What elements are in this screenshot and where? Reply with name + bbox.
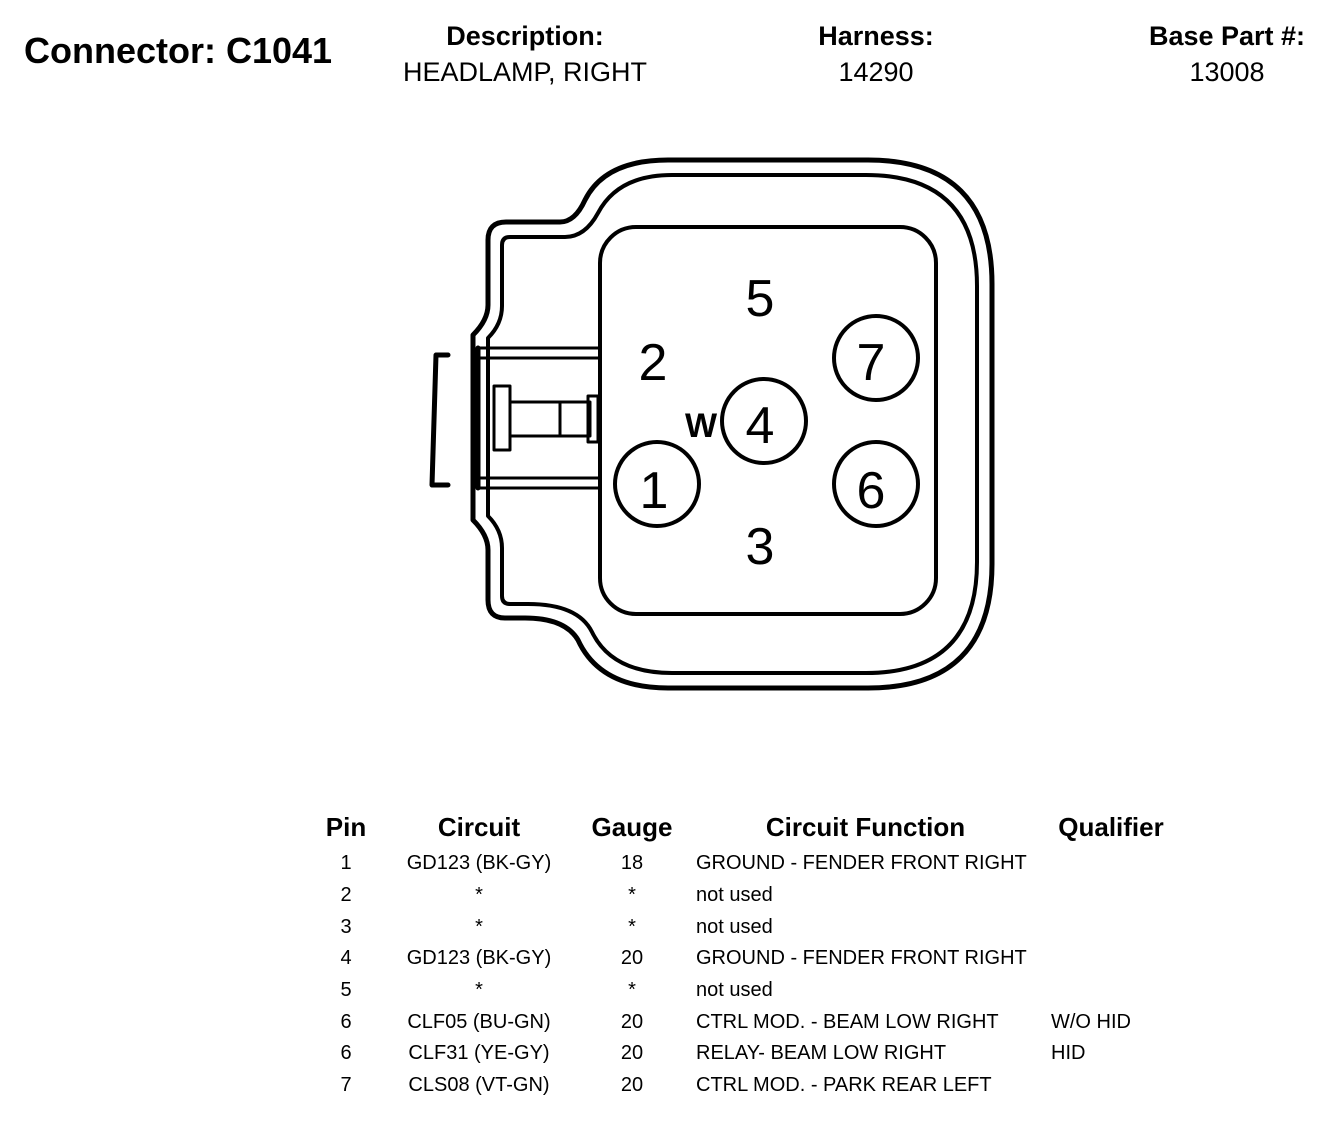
latch-tab-end bbox=[586, 394, 600, 444]
cell-pin: 4 bbox=[340, 947, 352, 970]
connector-title: Connector: C1041 bbox=[24, 30, 333, 71]
cell-circuit: GD123 (BK-GY) bbox=[406, 947, 552, 970]
cell-qualifier bbox=[1051, 911, 1171, 943]
harness-block: Harness: 14290 bbox=[776, 20, 976, 92]
cell-gauge: 20 bbox=[620, 1074, 644, 1097]
table-row: 6 CLF05 (BU-GN) 20 CTRL MOD. - BEAM LOW RIG… bbox=[318, 1006, 1171, 1038]
cell-circuit: GD123 (BK-GY) bbox=[406, 852, 552, 875]
description-label: Description: bbox=[446, 21, 604, 51]
base-part-block: Base Part #: 13008 bbox=[1127, 20, 1327, 92]
cell-qualifier: W/O HID bbox=[1051, 1010, 1131, 1033]
housing-inner-outline bbox=[486, 173, 979, 675]
table-row: 6 CLF31 (YE-GY) 20 RELAY- BEAM LOW RIGHT HID bbox=[318, 1038, 1171, 1070]
cell-circuit-function: not used bbox=[696, 979, 773, 1002]
housing-outer-outline bbox=[470, 157, 995, 691]
base-part-label: Base Part #: bbox=[1148, 21, 1306, 51]
table-row: 4 GD123 (BK-GY) 20 GROUND - FENDER FRONT RI… bbox=[318, 943, 1171, 975]
table-row: 7 CLS08 (VT-GN) 20 CTRL MOD. - PARK REAR LE… bbox=[318, 1070, 1171, 1102]
cell-pin: 1 bbox=[340, 852, 352, 875]
latch-tab-outer bbox=[492, 384, 512, 452]
pin-label-1: 1 bbox=[640, 462, 669, 520]
pin-circle-6 bbox=[832, 440, 920, 528]
cell-pin: 2 bbox=[340, 884, 352, 907]
table-row: 5 * * not used bbox=[318, 975, 1171, 1007]
cell-circuit-function: not used bbox=[696, 915, 773, 938]
pin-label-4: 4 bbox=[746, 397, 775, 455]
table-row: 2 * * not used bbox=[318, 880, 1171, 912]
cell-gauge: 18 bbox=[620, 852, 644, 875]
marker-w-label: W bbox=[685, 407, 718, 445]
cell-circuit: CLS08 (VT-GN) bbox=[408, 1074, 550, 1097]
pin-circle-7 bbox=[832, 314, 920, 402]
table-row: 1 GD123 (BK-GY) 18 GROUND - FENDER FRONT RI… bbox=[318, 848, 1171, 880]
table-row: 3 * * not used bbox=[318, 911, 1171, 943]
cell-circuit: * bbox=[475, 979, 483, 1002]
cell-qualifier bbox=[1051, 848, 1171, 880]
cell-qualifier bbox=[1051, 880, 1171, 912]
pin-label-3: 3 bbox=[746, 518, 775, 576]
cell-circuit: CLF05 (BU-GN) bbox=[407, 1010, 551, 1033]
cell-circuit-function: CTRL MOD. - BEAM LOW RIGHT bbox=[696, 1010, 999, 1033]
cell-qualifier: HID bbox=[1051, 1042, 1086, 1065]
pin-label-6: 6 bbox=[857, 462, 886, 520]
cell-circuit: CLF31 (YE-GY) bbox=[408, 1042, 550, 1065]
cell-pin: 6 bbox=[340, 1042, 352, 1065]
pin-label-2: 2 bbox=[639, 334, 668, 392]
cell-circuit-function: CTRL MOD. - PARK REAR LEFT bbox=[696, 1074, 992, 1097]
cell-circuit-function: not used bbox=[696, 884, 773, 907]
pin-table-header-row: Pin Circuit Gauge Circuit Function Quali… bbox=[318, 806, 1171, 848]
harness-label: Harness: bbox=[818, 21, 934, 51]
cell-pin: 3 bbox=[340, 915, 352, 938]
header-pin: Pin bbox=[325, 811, 367, 842]
cell-pin: 7 bbox=[340, 1074, 352, 1097]
cell-circuit: * bbox=[475, 884, 483, 907]
pin-label-7: 7 bbox=[857, 334, 886, 392]
cell-gauge: 20 bbox=[620, 947, 644, 970]
cell-pin: 5 bbox=[340, 979, 352, 1002]
header-gauge: Gauge bbox=[591, 811, 673, 842]
connector-face-diagram: 1 2 3 4 5 6 7 W bbox=[429, 157, 995, 691]
pin-table: Pin Circuit Gauge Circuit Function Quali… bbox=[318, 806, 1171, 1102]
cell-gauge: * bbox=[628, 979, 636, 1002]
cell-circuit-function: RELAY- BEAM LOW RIGHT bbox=[696, 1042, 947, 1065]
pin-face-outline bbox=[598, 225, 938, 616]
cell-gauge: * bbox=[628, 884, 636, 907]
cell-circuit: * bbox=[475, 915, 483, 938]
description-block: Description: HEADLAMP, RIGHT bbox=[385, 20, 665, 92]
harness-value: 14290 bbox=[838, 57, 914, 87]
cell-gauge: * bbox=[628, 915, 636, 938]
cell-circuit-function: GROUND - FENDER FRONT RIGHT bbox=[696, 947, 1027, 970]
cell-qualifier bbox=[1051, 1070, 1171, 1102]
cell-gauge: 20 bbox=[620, 1042, 644, 1065]
latch-bracket bbox=[429, 352, 451, 488]
latch-tab-inner bbox=[508, 400, 592, 438]
cell-circuit-function: GROUND - FENDER FRONT RIGHT bbox=[696, 852, 1027, 875]
base-part-value: 13008 bbox=[1189, 57, 1265, 87]
pin-circle-1 bbox=[613, 440, 701, 528]
cell-qualifier bbox=[1051, 943, 1171, 975]
header-circuit-function: Circuit Function bbox=[765, 811, 966, 842]
header-qualifier: Qualifier bbox=[1058, 811, 1164, 842]
cell-qualifier bbox=[1051, 975, 1171, 1007]
description-value: HEADLAMP, RIGHT bbox=[402, 57, 648, 87]
cell-pin: 6 bbox=[340, 1010, 352, 1033]
header-circuit: Circuit bbox=[437, 811, 521, 842]
pin-label-5: 5 bbox=[746, 270, 775, 328]
pin-circle-4 bbox=[720, 377, 808, 465]
cell-gauge: 20 bbox=[620, 1010, 644, 1033]
